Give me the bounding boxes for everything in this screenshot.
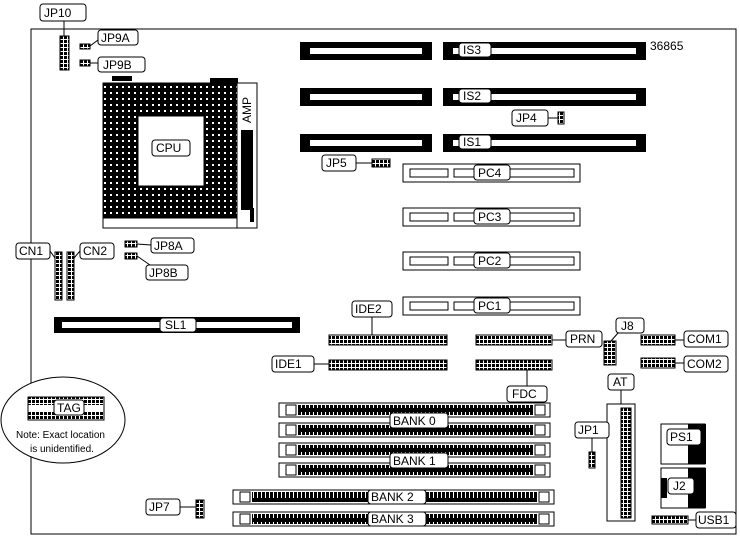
j8-label: J8 bbox=[621, 319, 634, 333]
pc2-label: PC2 bbox=[478, 254, 502, 268]
jp9a-header bbox=[79, 43, 91, 50]
ide1-label: IDE1 bbox=[275, 357, 302, 371]
bank1-label: BANK 1 bbox=[393, 454, 436, 468]
jp8a-header bbox=[124, 240, 138, 248]
pc1-label: PC1 bbox=[478, 299, 502, 313]
jp1-label: JP1 bbox=[578, 423, 599, 437]
jp9b-label: JP9B bbox=[103, 58, 132, 72]
sl1-slot: SL1 bbox=[54, 317, 300, 333]
com2-header bbox=[640, 357, 676, 369]
prn-label: PRN bbox=[570, 332, 595, 346]
jp5-label: JP5 bbox=[326, 156, 347, 170]
pci-slots: PC4 PC3 PC2 PC1 bbox=[402, 163, 581, 316]
usb1-header bbox=[651, 515, 689, 525]
sl1-label: SL1 bbox=[165, 318, 187, 332]
jp1-group: JP1 bbox=[574, 421, 610, 469]
is2-label: IS2 bbox=[463, 89, 481, 103]
jp9a-group: JP9A bbox=[79, 29, 139, 50]
jp4-header bbox=[557, 111, 565, 125]
ps1-label: PS1 bbox=[670, 430, 693, 444]
tag-label: TAG bbox=[57, 401, 81, 415]
jp7-group: JP7 bbox=[145, 498, 205, 519]
cn1-header bbox=[54, 251, 63, 301]
at-label: AT bbox=[613, 375, 628, 389]
jp9b-header bbox=[79, 59, 91, 67]
com1-label: COM1 bbox=[687, 332, 722, 346]
jp8b-label: JP8B bbox=[149, 266, 178, 280]
amp-label: AMP bbox=[240, 97, 254, 123]
cpu-label: CPU bbox=[156, 141, 181, 155]
jp10-header bbox=[59, 35, 70, 71]
prn-fdc-group: PRN FDC bbox=[475, 330, 603, 403]
jp10-group: JP10 bbox=[39, 3, 87, 71]
board-id: 36865 bbox=[650, 39, 684, 53]
fdc-header bbox=[475, 359, 553, 371]
jp7-header bbox=[195, 499, 205, 519]
com2-label: COM2 bbox=[687, 357, 722, 371]
pc3-label: PC3 bbox=[478, 210, 502, 224]
note-line-1: Note: Exact location bbox=[16, 430, 105, 441]
ide1-header bbox=[328, 359, 448, 371]
bank3-label: BANK 3 bbox=[371, 512, 414, 526]
jp9a-label: JP9A bbox=[101, 31, 130, 45]
cn2-header bbox=[66, 251, 75, 301]
ide2-label: IDE2 bbox=[355, 302, 382, 316]
bank0-label: BANK 0 bbox=[393, 414, 436, 428]
jp8-group: JP8A JP8B bbox=[124, 237, 195, 281]
jp5-header bbox=[371, 158, 391, 168]
jp8a-label: JP8A bbox=[154, 239, 183, 253]
cn1-label: CN1 bbox=[19, 244, 43, 258]
jp4-label: JP4 bbox=[516, 111, 537, 125]
jp1-header bbox=[588, 451, 596, 469]
j8-header bbox=[603, 340, 617, 366]
fdc-label: FDC bbox=[512, 387, 537, 401]
pc4-label: PC4 bbox=[478, 166, 502, 180]
jp4-group: JP4 bbox=[511, 109, 565, 127]
tag-callout: TAG Note: Exact location is unidentified… bbox=[0, 376, 126, 464]
at-group: AT bbox=[606, 373, 636, 522]
jp5-group: JP5 bbox=[321, 154, 391, 172]
bank2-label: BANK 2 bbox=[371, 490, 414, 504]
is1-label: IS1 bbox=[463, 135, 481, 149]
cn-group: CN1 CN2 bbox=[15, 242, 115, 301]
cn2-label: CN2 bbox=[83, 244, 107, 258]
rear-connectors: PS1 J2 USB1 bbox=[651, 423, 737, 529]
ide-group: IDE2 IDE1 bbox=[271, 300, 448, 373]
ide2-header bbox=[328, 334, 448, 346]
memory-banks: BANK 0 BANK 1 BANK 2 BANK 3 bbox=[232, 402, 555, 527]
cpu-socket: CPU AMP bbox=[102, 76, 258, 229]
jp8b-header bbox=[124, 252, 138, 260]
com1-header bbox=[640, 334, 676, 346]
isa-slots: IS3 IS2 IS1 bbox=[300, 42, 646, 152]
jp7-label: JP7 bbox=[149, 500, 170, 514]
note-line-2: is unidentified. bbox=[30, 444, 94, 455]
jp9b-group: JP9B bbox=[79, 56, 146, 73]
prn-header bbox=[475, 334, 553, 346]
j2-label: J2 bbox=[673, 479, 686, 493]
com-group: J8 COM1 COM2 bbox=[603, 317, 729, 373]
usb1-label: USB1 bbox=[698, 513, 730, 527]
is3-label: IS3 bbox=[463, 43, 481, 57]
jp10-label: JP10 bbox=[44, 6, 72, 20]
